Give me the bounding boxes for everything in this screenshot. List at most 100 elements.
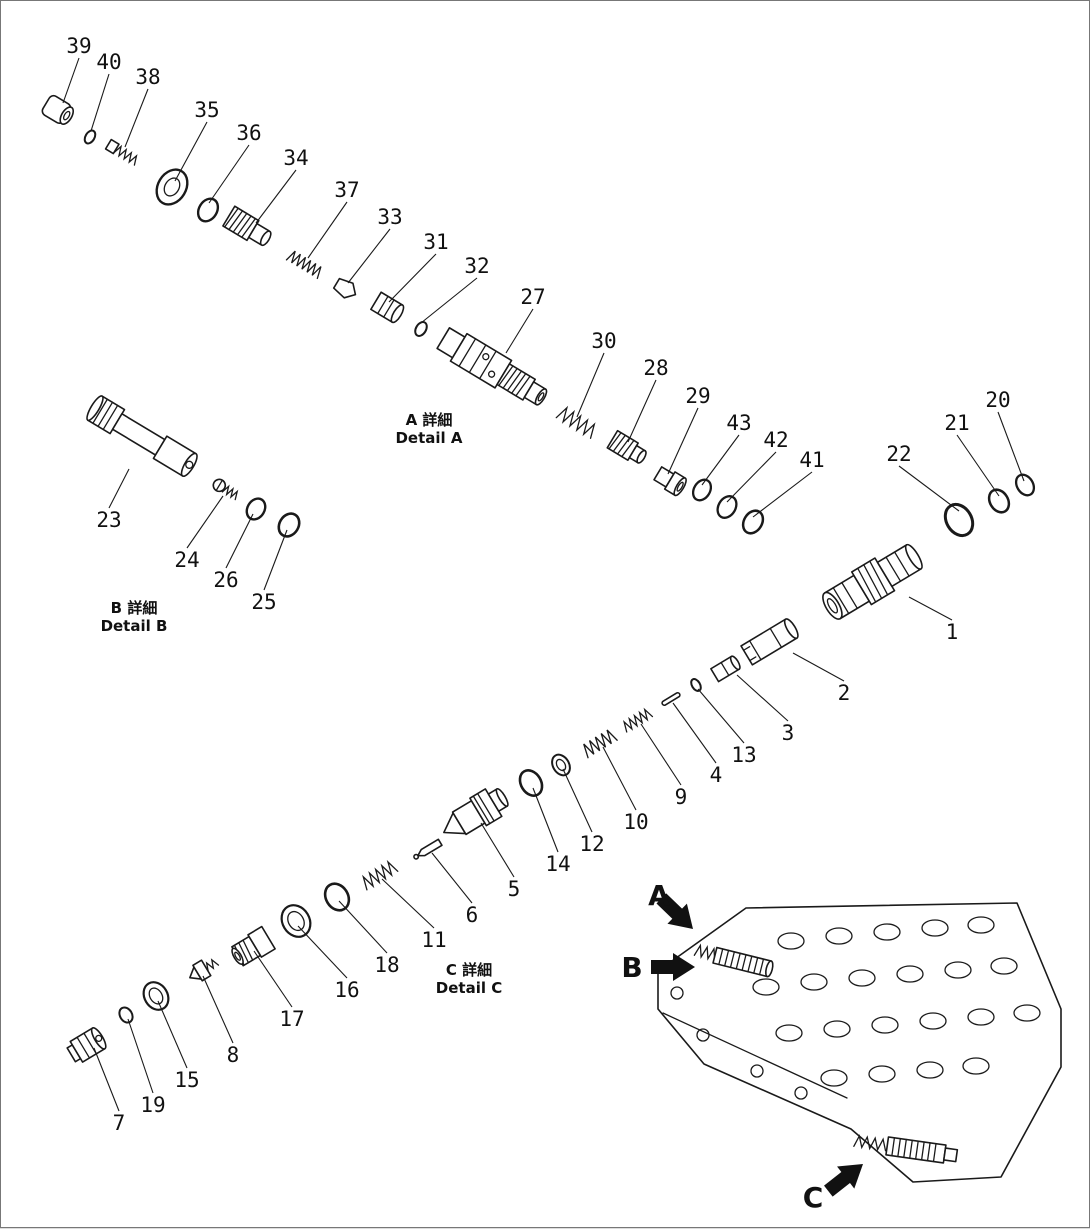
part-number-19: 19 [140, 1093, 165, 1117]
part-34-threaded-plug [222, 205, 272, 247]
leader-line-part-39 [62, 57, 80, 104]
part-30-spring [555, 405, 596, 439]
part-13-washer [690, 678, 702, 692]
part-number-10: 10 [623, 810, 648, 834]
part-15-ring [142, 981, 170, 1011]
leader-line-part-40 [90, 73, 110, 132]
leader-line-part-27 [505, 308, 534, 354]
view-letter-b: B [621, 951, 642, 984]
part-26-o-ring [245, 497, 267, 521]
part-number-30: 30 [591, 329, 616, 353]
leader-line-part-13 [697, 688, 745, 744]
leader-line-part-20 [997, 411, 1025, 482]
thread-hatch [857, 560, 889, 603]
valve-body-outline [657, 902, 1062, 1183]
part-37-spring [285, 250, 322, 280]
spool-assembly-c [853, 1134, 959, 1164]
part-number-1: 1 [946, 620, 959, 644]
part-number-8: 8 [227, 1043, 240, 1067]
leader-line-part-5 [480, 822, 515, 878]
part-20-o-ring [1014, 473, 1036, 497]
part-42-o-ring [716, 495, 738, 519]
part-number-2: 2 [838, 681, 851, 705]
detail-caption-en-a: Detail A [395, 429, 462, 447]
leader-line-part-28 [627, 379, 657, 443]
part-number-14: 14 [545, 852, 570, 876]
part-2-piston [740, 618, 799, 666]
leader-line-part-34 [255, 169, 297, 224]
leader-line-part-15 [157, 1000, 188, 1069]
arrow-a-icon [656, 893, 693, 929]
leader-line-part-7 [93, 1047, 120, 1112]
part-number-26: 26 [213, 568, 238, 592]
part-18-o-ring [323, 882, 351, 912]
leader-line-part-37 [307, 201, 348, 259]
part-number-29: 29 [685, 384, 710, 408]
spring-tail [205, 958, 220, 972]
leader-line-part-38 [124, 88, 149, 148]
part-8-check-poppet [189, 958, 220, 982]
part-number-13: 13 [731, 743, 756, 767]
leader-line-part-41 [752, 471, 813, 518]
leader-line-part-23 [108, 468, 130, 509]
part-number-4: 4 [710, 763, 723, 787]
leader-line-part-33 [347, 228, 391, 284]
part-43-o-ring [691, 478, 713, 502]
part-number-39: 39 [66, 34, 91, 58]
leader-line-part-3 [736, 674, 789, 722]
part-number-16: 16 [334, 978, 359, 1002]
leader-line-part-43 [701, 434, 740, 486]
part-number-25: 25 [251, 590, 276, 614]
part-number-34: 34 [283, 146, 308, 170]
spool-assembly-b [693, 943, 774, 978]
part-number-24: 24 [174, 548, 199, 572]
leader-line-part-17 [253, 950, 293, 1008]
part-35-collar [155, 168, 189, 206]
part-number-33: 33 [377, 205, 402, 229]
part-number-3: 3 [782, 721, 795, 745]
part-number-38: 38 [135, 65, 160, 89]
part-10-spring [583, 729, 618, 759]
part-6-needle [413, 838, 443, 860]
part-number-12: 12 [579, 832, 604, 856]
leader-line-part-36 [208, 144, 250, 204]
leader-line-part-19 [127, 1018, 154, 1094]
leader-line-part-18 [338, 900, 388, 954]
port-hole [482, 353, 490, 361]
part-number-40: 40 [96, 50, 121, 74]
part-14-o-ring [518, 769, 544, 797]
thread [221, 484, 239, 501]
part-12-seat-ring [551, 753, 571, 777]
port-hole [487, 370, 496, 378]
part-11-spring [362, 859, 399, 891]
leader-line-part-25 [263, 529, 288, 591]
part-number-5: 5 [508, 877, 521, 901]
leader-line-part-21 [956, 434, 1000, 497]
part-number-20: 20 [985, 388, 1010, 412]
part-number-21: 21 [944, 411, 969, 435]
leader-line-part-14 [532, 787, 559, 853]
part-number-32: 32 [464, 254, 489, 278]
leader-line-part-31 [388, 253, 437, 303]
leader-line-part-4 [672, 702, 717, 764]
leader-line-part-11 [381, 878, 435, 929]
part-19-o-ring [118, 1006, 134, 1024]
part-number-15: 15 [174, 1068, 199, 1092]
leader-line-part-2 [792, 652, 845, 682]
part-25-o-ring [277, 512, 301, 538]
part-number-23: 23 [96, 508, 121, 532]
part-36-o-ring [196, 197, 220, 223]
part-22-o-ring [943, 502, 975, 538]
leader-line-part-35 [174, 121, 208, 182]
leader-line-part-30 [576, 352, 605, 418]
part-23-relief-valve [86, 395, 198, 477]
part-17-threaded-fitting [231, 925, 276, 967]
part-4-pin [661, 691, 681, 707]
part-number-11: 11 [421, 928, 446, 952]
part-7-plug [66, 1027, 107, 1063]
detail-caption-en-c: Detail C [436, 979, 502, 997]
detail-caption-jp-a: A 詳細 [406, 411, 453, 429]
part-38-adjusting-screw [104, 138, 138, 166]
leader-line-part-32 [420, 277, 478, 324]
part-number-27: 27 [520, 285, 545, 309]
